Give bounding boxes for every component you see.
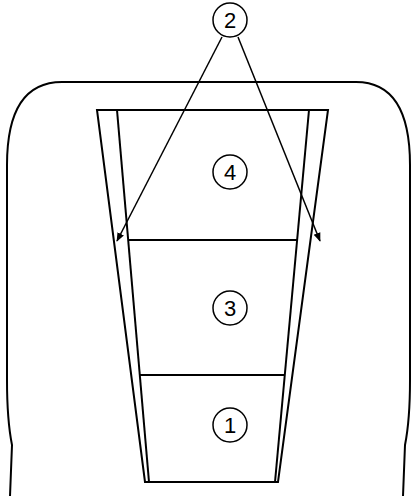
callout-circle: [213, 3, 247, 37]
side-strip-line: [117, 110, 149, 482]
headrest-outline: [7, 82, 410, 496]
panel-divider: [128, 239, 298, 241]
callout-number: 2: [224, 10, 236, 32]
callout-circle: [213, 291, 247, 325]
side-strip-line: [275, 110, 309, 482]
callout-number: 3: [224, 298, 236, 320]
callout-circle: [213, 408, 247, 442]
callout-circle: [213, 155, 247, 189]
center-panel: [97, 110, 328, 482]
leader-arrow: [117, 37, 222, 241]
panel-divider: [139, 374, 285, 376]
leader-arrow: [238, 37, 320, 241]
callout-number: 4: [224, 162, 236, 184]
callout-number: 1: [224, 415, 236, 437]
